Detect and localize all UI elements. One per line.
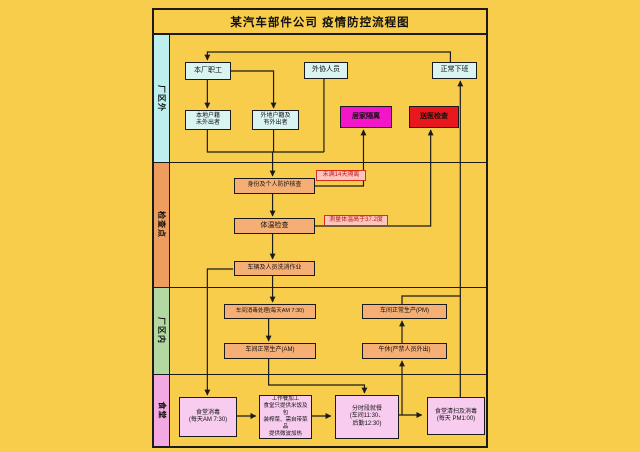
lane-divider	[154, 287, 486, 288]
node-identity-ppe-check: 身份及个人防护核查	[234, 178, 315, 194]
lane-label-canteen: 食堂	[154, 374, 170, 446]
flowchart-frame: 某汽车部件公司 疫情防控流程图 厂区外 检查点 厂区内 食堂	[152, 8, 488, 448]
lane-label-inside: 厂区内	[154, 287, 170, 374]
node-staggered-dining: 分时段就餐 (车间11:30、 后勤12:30)	[335, 395, 399, 439]
lane-label-outside: 厂区外	[154, 35, 170, 162]
lane-label-text: 厂区内	[157, 317, 166, 344]
node-workshop-production-pm: 车间正常生产(PM)	[362, 304, 447, 319]
lane-label-text: 厂区外	[157, 85, 166, 112]
node-temperature-check: 体温检查	[234, 218, 315, 234]
lane-divider	[154, 162, 486, 163]
node-nonlocal-travel: 外地户籍及 有外出者	[252, 110, 299, 130]
node-workshop-production-am: 车间正常生产(AM)	[224, 343, 316, 359]
connector-am-to-dining	[268, 359, 368, 394]
node-workshop-disinfect: 车间消毒处理(每天AM 7:30)	[224, 304, 316, 319]
node-canteen-disinfect: 食堂消毒 (每天AM 7:30)	[179, 397, 237, 437]
node-local-no-travel: 本地户籍 未外出者	[185, 110, 231, 130]
connector-pm-join	[401, 295, 461, 304]
lane-divider	[154, 374, 486, 375]
node-normal-off-duty: 正常下班	[432, 62, 477, 79]
node-partner-staff: 外协人员	[304, 62, 348, 79]
connector-cycle-top	[204, 51, 452, 62]
node-lunch-break: 午休(严禁人员外出)	[362, 343, 447, 359]
node-home-quarantine: 居家隔离	[340, 106, 392, 128]
chart-title: 某汽车部件公司 疫情防控流程图	[154, 10, 486, 35]
node-canteen-cleanup: 食堂清扫及消毒 (每天 PM1:00)	[427, 397, 485, 435]
connector	[206, 130, 276, 177]
lane-label-text: 食堂	[157, 401, 166, 419]
lane-label-text: 检查点	[157, 211, 166, 238]
edge-label-under-14-days: 未满14天隔离	[316, 170, 366, 181]
node-hospital-check: 送医检查	[409, 106, 459, 128]
node-vehicle-person-disinfect: 车辆及人员洗消作业	[234, 261, 315, 276]
connector	[230, 70, 277, 109]
node-meal-preparation: 工作餐加工 食堂只提供米饭及包 装榨菜、需自带菜品 提供微波加热	[259, 395, 312, 439]
node-factory-staff: 本厂职工	[185, 62, 231, 80]
edge-label-fever: 测量体温高于37.2度	[324, 215, 388, 226]
lane-label-checkpoint: 检查点	[154, 162, 170, 287]
